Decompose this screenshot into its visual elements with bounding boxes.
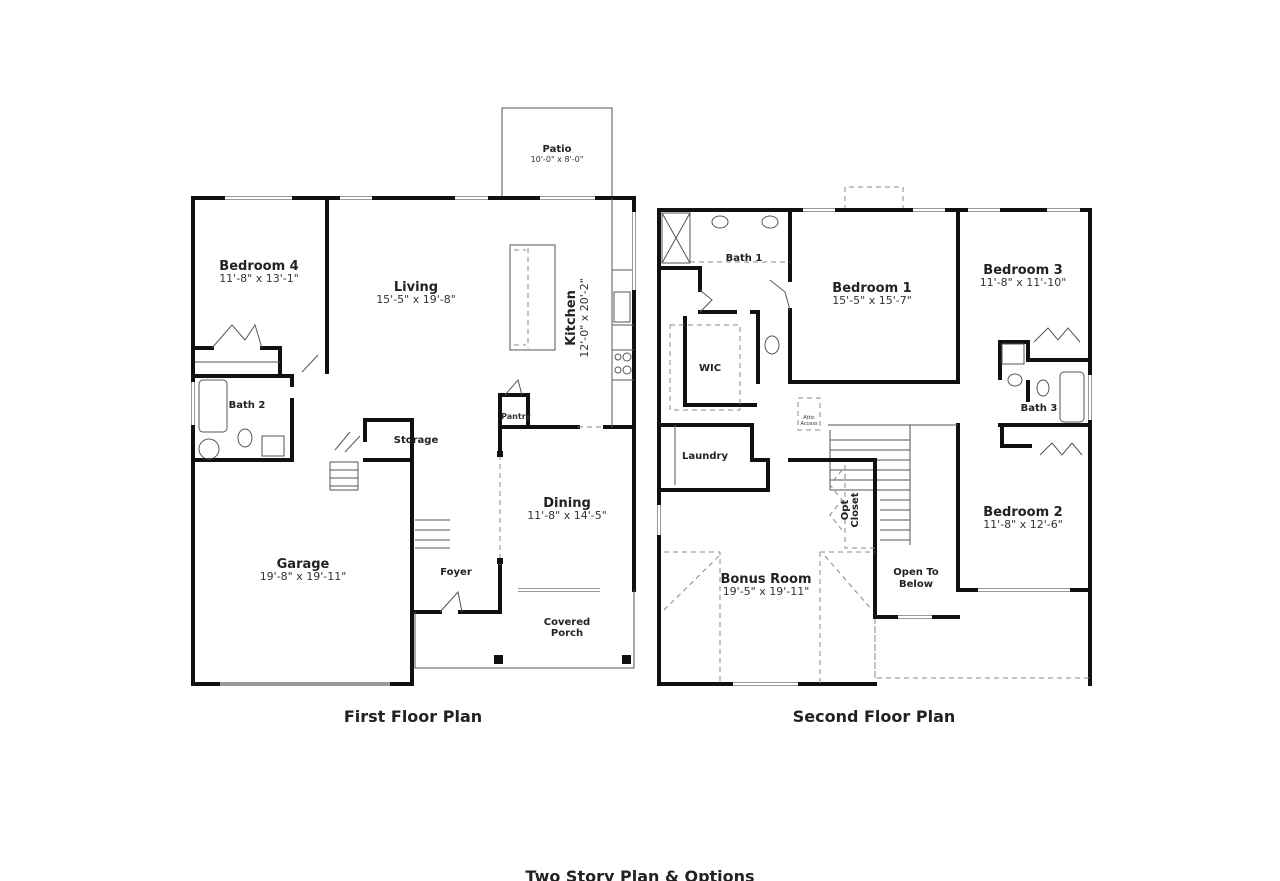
porch-label-2: Porch: [551, 628, 583, 639]
kitchen-island: [509, 244, 556, 351]
opt-closet-label-2: Closet: [850, 492, 861, 527]
bedroom3-label: Bedroom 3: [983, 263, 1062, 278]
stove-burner-icon: [622, 352, 632, 362]
stairs-icon: [329, 431, 361, 491]
column-icon: [497, 558, 503, 564]
pantry-door-icon: [504, 378, 523, 396]
windows: [657, 208, 1092, 686]
attic-label-2: Access: [800, 421, 818, 427]
patio-label: Patio: [543, 144, 572, 155]
stove-burner-icon: [614, 366, 622, 374]
storage-label: Storage: [394, 435, 439, 446]
porch-outline: [414, 590, 635, 669]
closet-doors: [1039, 442, 1083, 456]
dining-walls: [413, 425, 636, 614]
kitchen-counter: [611, 198, 634, 427]
dining-label: Dining: [543, 496, 591, 511]
sink-icon: [711, 215, 729, 229]
bedroom1-label: Bedroom 1: [832, 281, 911, 296]
second-floor-title: Second Floor Plan: [793, 707, 956, 726]
footer-title: Two Story Plan & Options: [525, 867, 754, 881]
porch-label-1: Covered: [544, 617, 590, 628]
kitchen-sink-icon: [613, 291, 631, 323]
pantry-label: Pantry: [501, 412, 532, 421]
sink-icon: [198, 438, 220, 460]
first-floor-plan: Patio 10'-0" x 8'-0" Bedroom 4 11'-8" x …: [191, 107, 636, 686]
living-label: Living: [394, 280, 438, 295]
bedroom4-walls: [191, 196, 329, 387]
shower-x: [661, 212, 691, 264]
kitchen-label: Kitchen: [564, 290, 579, 346]
laundry-label: Laundry: [682, 451, 728, 462]
garage-label: Garage: [277, 557, 330, 572]
opt-closet-label-1: Opt: [840, 500, 851, 521]
dining-opening: [499, 426, 605, 565]
second-floor-plan: Bath 1 Bedroom 1 15'-5" x 15'-7" Bedroom…: [657, 186, 1092, 686]
attic-label-1: Attic: [803, 415, 815, 421]
bath1-label: Bath 1: [726, 253, 763, 264]
open-below-label-1: Open To: [893, 567, 939, 578]
bedroom-walls: [956, 340, 1092, 592]
patio-size: 10'-0" x 8'-0": [531, 155, 584, 164]
living-size: 15'-5" x 19'-8": [376, 293, 456, 306]
open-below-label-2: Below: [899, 579, 933, 590]
sink-icon: [1007, 373, 1023, 387]
roof-bump: [844, 186, 904, 210]
shower-icon: [661, 212, 691, 264]
column-icon: [497, 451, 503, 457]
stove-burner-icon: [614, 353, 622, 361]
bonus-room-label: Bonus Room: [720, 572, 811, 587]
bonus-room-size: 19'-5" x 19'-11": [723, 585, 810, 598]
bedroom4-label: Bedroom 4: [219, 259, 298, 274]
bath2-label: Bath 2: [229, 400, 266, 411]
windows: [191, 196, 636, 686]
foyer-label: Foyer: [440, 567, 472, 578]
kitchen-size: 12'-0" x 20'-2": [578, 278, 591, 358]
bathtub-icon: [1059, 371, 1085, 423]
bedroom3-size: 11'-8" x 11'-10": [980, 276, 1067, 289]
roof-below: [874, 617, 1090, 679]
wic-label: WIC: [699, 363, 721, 374]
pantry-walls: [498, 393, 530, 429]
bath1-doors: [699, 279, 791, 313]
closet-doors: [195, 323, 319, 373]
island-overhang: [514, 248, 529, 348]
bedroom2-size: 11'-8" x 12'-6": [983, 518, 1063, 531]
bath2-walls: [191, 398, 294, 462]
attic-access-outline: [797, 397, 821, 431]
vanity-icon: [261, 435, 285, 457]
bedroom1-size: 15'-5" x 15'-7": [832, 294, 912, 307]
dining-size: 11'-8" x 14'-5": [527, 509, 607, 522]
bathtub-icon: [198, 379, 228, 433]
stove-burner-icon: [622, 365, 632, 375]
bath3-closet-wall: [1000, 423, 1032, 448]
wic-shelving: [669, 324, 741, 411]
closet-doors: [1033, 327, 1081, 343]
bath3-label: Bath 3: [1021, 403, 1058, 414]
stairs-lower-icon: [415, 519, 450, 549]
linen-icon: [1001, 343, 1025, 365]
opt-closet-outline: [829, 465, 875, 549]
exterior-walls: [657, 208, 1092, 686]
first-floor-title: First Floor Plan: [344, 707, 482, 726]
porch-post-icon: [494, 655, 503, 664]
storage-walls: [363, 418, 414, 462]
bedroom2-label: Bedroom 2: [983, 505, 1062, 520]
bath1-walls: [657, 208, 960, 407]
toilet-icon: [1036, 379, 1050, 397]
sink-icon: [761, 215, 779, 229]
toilet-icon: [764, 335, 780, 355]
front-door-icon: [439, 590, 463, 613]
porch-post-icon: [622, 655, 631, 664]
bedroom4-size: 11'-8" x 13'-1": [219, 272, 299, 285]
garage-size: 19'-8" x 19'-11": [260, 570, 347, 583]
stairs-icon: [828, 424, 958, 545]
bonus-dormers: [663, 551, 875, 684]
toilet-icon: [237, 428, 253, 448]
